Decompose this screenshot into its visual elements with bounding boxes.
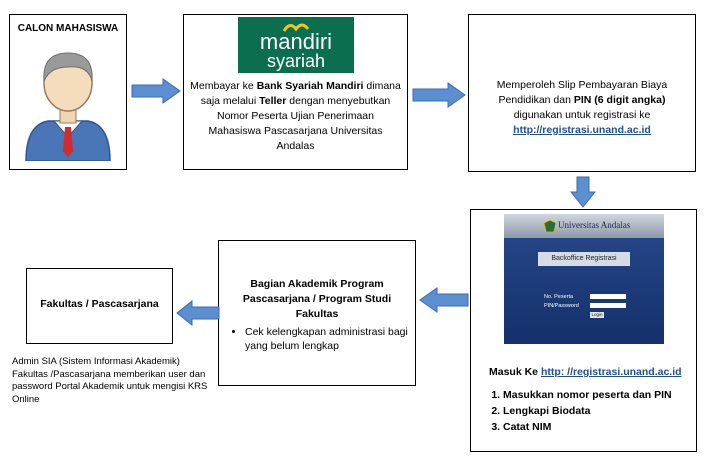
arrow-left-2 [176,300,220,326]
unand-emblem-icon [544,220,556,232]
mandiri-logo-text: mandiri [259,29,333,54]
fakultas-title: Fakultas / Pascasarjana [40,298,159,310]
portal-screenshot: Universitas Andalas Backoffice Registras… [504,214,664,344]
fakultas-note: Admin SIA (Sistem Informasi Akademik) Fa… [12,356,208,405]
bank-name: Bank Syariah Mandiri [256,80,364,92]
masuk-label: Masuk Ke [489,366,541,378]
portal-step-3: Catat NIM [503,419,672,435]
portal-university-name: Universitas Andalas [558,220,631,230]
pembayaran-text-post: dengan menyebutkan Nomor Peserta Ujian P… [208,95,391,152]
portal-login-button[interactable]: Login [590,312,604,318]
registrasi-link[interactable]: http://registrasi.unand.ac.id [513,124,651,136]
pin-label: PIN (6 digit angka) [573,94,666,106]
pembayaran-text-mid: dimana saja melalui [200,80,401,107]
portal-field2-input[interactable] [590,303,626,308]
pembayaran-box: mandiri syariah Membayar ke Bank Syariah… [183,14,408,170]
portal-field2-label: PIN/Password [544,303,579,309]
portal-step-1: Masukkan nomor peserta dan PIN [503,387,672,403]
pembayaran-text-pre: Membayar ke [190,80,257,92]
pembayaran-text: Membayar ke Bank Syariah Mandiri dimana … [190,79,401,154]
calon-mahasiswa-box: CALON MAHASISWA [9,14,127,170]
arrow-right-1 [131,78,181,104]
teller-label: Teller [259,95,287,107]
portal-registrasi-link[interactable]: http: //registrasi.unand.ac.id [540,366,682,378]
portal-field1-label: No. Peserta [544,294,574,300]
akademik-bullet-1: Cek kelengkapan administrasi bagi yang b… [245,325,411,353]
slip-text-pre: Memperoleh Slip Pembayaran Biaya Pendidi… [496,79,668,106]
portal-panel-title: Backoffice Registrasi [538,252,630,266]
portal-box: Universitas Andalas Backoffice Registras… [470,209,697,452]
arrow-down-1 [570,176,596,208]
portal-step-2: Lengkapi Biodata [503,403,672,419]
akademik-title: Bagian Akademik Program Pascasarjana / P… [242,278,392,320]
akademik-bullets: Cek kelengkapan administrasi bagi yang b… [227,325,411,353]
fakultas-box: Fakultas / Pascasarjana [26,268,173,344]
akademik-box: Bagian Akademik Program Pascasarjana / P… [218,240,416,386]
mandiri-syariah-logo: mandiri syariah [238,17,354,73]
portal-field1-input[interactable] [590,294,626,299]
slip-text: Memperoleh Slip Pembayaran Biaya Pendidi… [475,78,689,138]
calon-mahasiswa-title: CALON MAHASISWA [17,23,119,34]
person-icon [25,52,111,161]
portal-steps-list: Masukkan nomor peserta dan PIN Lengkapi … [475,387,672,435]
slip-text-post: digunakan untuk registrasi ke [513,109,651,121]
arrow-right-2 [412,82,466,108]
arrow-left-1 [419,287,469,313]
slip-box: Memperoleh Slip Pembayaran Biaya Pendidi… [468,14,696,172]
syariah-logo-text: syariah [266,51,326,71]
masuk-text: Masuk Ke http: //registrasi.unand.ac.id [489,365,682,380]
